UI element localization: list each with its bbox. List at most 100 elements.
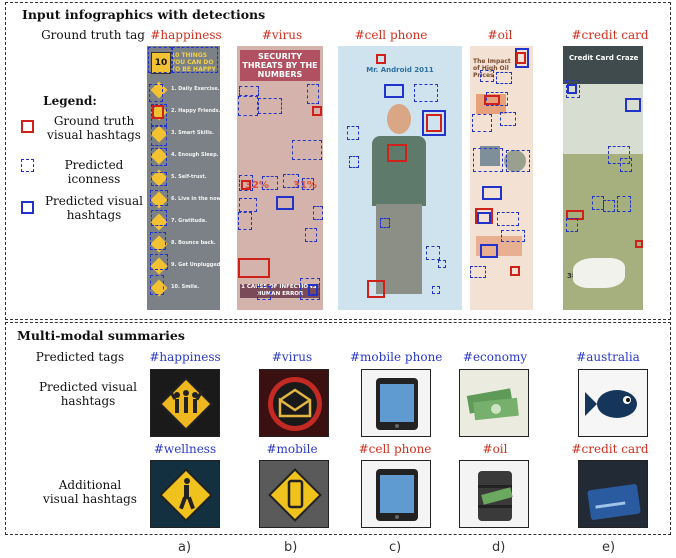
predicted-visual-hashtag-box [625, 98, 641, 112]
predicted-iconness-box [313, 206, 323, 220]
pred-tag-d: #economy [462, 350, 528, 364]
ground-truth-detection-box [484, 95, 500, 105]
caption-c: c) [389, 540, 402, 555]
legend-ground-truth-label: Ground truth visual hashtags [47, 114, 141, 142]
ground-truth-detection-box [152, 105, 164, 119]
predicted-iconness-box [617, 196, 631, 212]
caption-d: d) [492, 540, 506, 555]
tablet-phone-icon [361, 369, 431, 437]
oil-barrel-icon [459, 460, 529, 528]
predicted-iconness-box [239, 198, 257, 212]
usa-map-shape [573, 258, 625, 288]
predicted-visual-hashtag-box [422, 110, 446, 136]
predicted-iconness-box [380, 218, 390, 228]
predicted-iconness-box [239, 175, 253, 191]
list-item: 1. Daily Exercise. [171, 86, 220, 92]
infographic-title: The Impact of High Oil Prices [473, 58, 511, 79]
legend-predicted-iconness-label: Predicted iconness [64, 158, 124, 186]
credit-card-icon [578, 460, 648, 528]
ground-truth-detection-box [566, 210, 584, 220]
predicted-iconness-box [603, 200, 615, 212]
stat-right: 31% [293, 180, 317, 191]
sky-area [563, 84, 643, 154]
ground-truth-detection-box [516, 52, 526, 64]
pred-tag-c: #mobile phone [350, 350, 443, 364]
predicted-iconness-box [257, 286, 271, 300]
legend-predicted-visual-swatch [21, 201, 34, 214]
list-item: 9. Get Unplugged. [171, 262, 220, 268]
ground-truth-detection-box [510, 266, 520, 276]
infographic-title: Mr. Android 2011 [366, 66, 434, 74]
mobile-sign-icon [259, 460, 329, 528]
infographic-title: SECURITY THREATS BY THE NUMBERS [240, 50, 320, 81]
list-item: 10. Smile. [171, 284, 200, 290]
predicted-iconness-box [473, 148, 503, 172]
predicted-visual-hashtag-box [482, 186, 502, 200]
ground-truth-detection-box [387, 144, 407, 162]
person-torso [372, 136, 426, 206]
predicted-iconness-box [414, 84, 438, 102]
infographic-header [563, 46, 643, 84]
predicted-iconness-box [172, 47, 218, 73]
infographic-oil: The Impact of High Oil Prices [470, 46, 533, 310]
predicted-iconness-box [608, 146, 630, 164]
ground-truth-tag-label: Ground truth tag [41, 28, 145, 42]
list-item: 6. Live in the now. [171, 196, 220, 202]
predicted-tags-label: Predicted tags [35, 350, 125, 364]
predicted-iconness-box [151, 172, 167, 186]
stat-left: 32% [245, 180, 269, 191]
additional-tag-b: #mobile [266, 442, 318, 456]
predicted-iconness-box [472, 114, 492, 132]
predicted-iconness-box [470, 266, 486, 278]
list-item: 2. Happy Friends. [171, 108, 220, 114]
additional-tag-a: #wellness [153, 442, 217, 456]
additional-visual-hashtags-label: Additional visual hashtags [43, 478, 137, 506]
predicted-iconness-box [238, 212, 252, 230]
summaries-section-title: Multi-modal summaries [17, 328, 185, 343]
predicted-iconness-box [497, 212, 519, 226]
money-bills-icon [459, 369, 529, 437]
predicted-iconness-box [283, 174, 299, 188]
legend-predicted-visual-label: Predicted visual hashtags [44, 194, 144, 222]
infographic-title: 10 THINGS YOU CAN DO TO BE HAPPY [171, 52, 216, 73]
gt-tag-e: #credit card [571, 28, 649, 42]
ground-truth-detection-box [426, 114, 442, 132]
caption-e: e) [602, 540, 616, 555]
number-10-badge: 10 [151, 52, 171, 74]
predicted-iconness-box [262, 176, 278, 190]
predicted-iconness-box [501, 230, 525, 242]
multimodal-summaries-panel [5, 322, 671, 535]
pred-tag-b: #virus [271, 350, 313, 364]
predicted-iconness-box [480, 70, 494, 82]
input-section-title: Input infographics with detections [22, 7, 266, 22]
gt-tag-c: #cell phone [354, 28, 428, 42]
infographic-virus: SECURITY THREATS BY THE NUMBERS 32% 31% … [237, 46, 323, 310]
list-item: 8. Bounce back. [171, 240, 216, 246]
predicted-iconness-box [566, 218, 578, 232]
ground-truth-detection-box [635, 240, 643, 248]
input-infographics-panel [5, 2, 671, 320]
list-item: 4. Enough Sleep. [171, 152, 219, 158]
additional-tag-c: #cell phone [358, 442, 432, 456]
predicted-visual-hashtag-box [308, 284, 318, 296]
predicted-visual-hashtag-box [276, 196, 294, 210]
tablet-phone-icon [361, 460, 431, 528]
pred-tag-e: #australia [576, 350, 640, 364]
list-item: 5. Self-trust. [171, 174, 207, 180]
caption-b: b) [284, 540, 298, 555]
caption-a: a) [178, 540, 192, 555]
predicted-iconness-box [432, 286, 440, 294]
ground-truth-detection-box [376, 54, 386, 64]
predicted-iconness-box [438, 260, 446, 268]
predicted-visual-hashtag-box [567, 84, 577, 94]
predicted-iconness-box [305, 228, 317, 242]
additional-tag-d: #oil [482, 442, 508, 456]
predicted-iconness-box [500, 112, 516, 126]
legend-title: Legend: [43, 94, 97, 108]
predicted-iconness-box [151, 210, 167, 226]
predicted-iconness-box [347, 126, 359, 140]
predicted-iconness-box [307, 84, 319, 104]
envelope-icon [259, 369, 329, 437]
infographic-cell-phone: Mr. Android 2011 [338, 46, 462, 310]
predicted-iconness-box [239, 86, 259, 96]
